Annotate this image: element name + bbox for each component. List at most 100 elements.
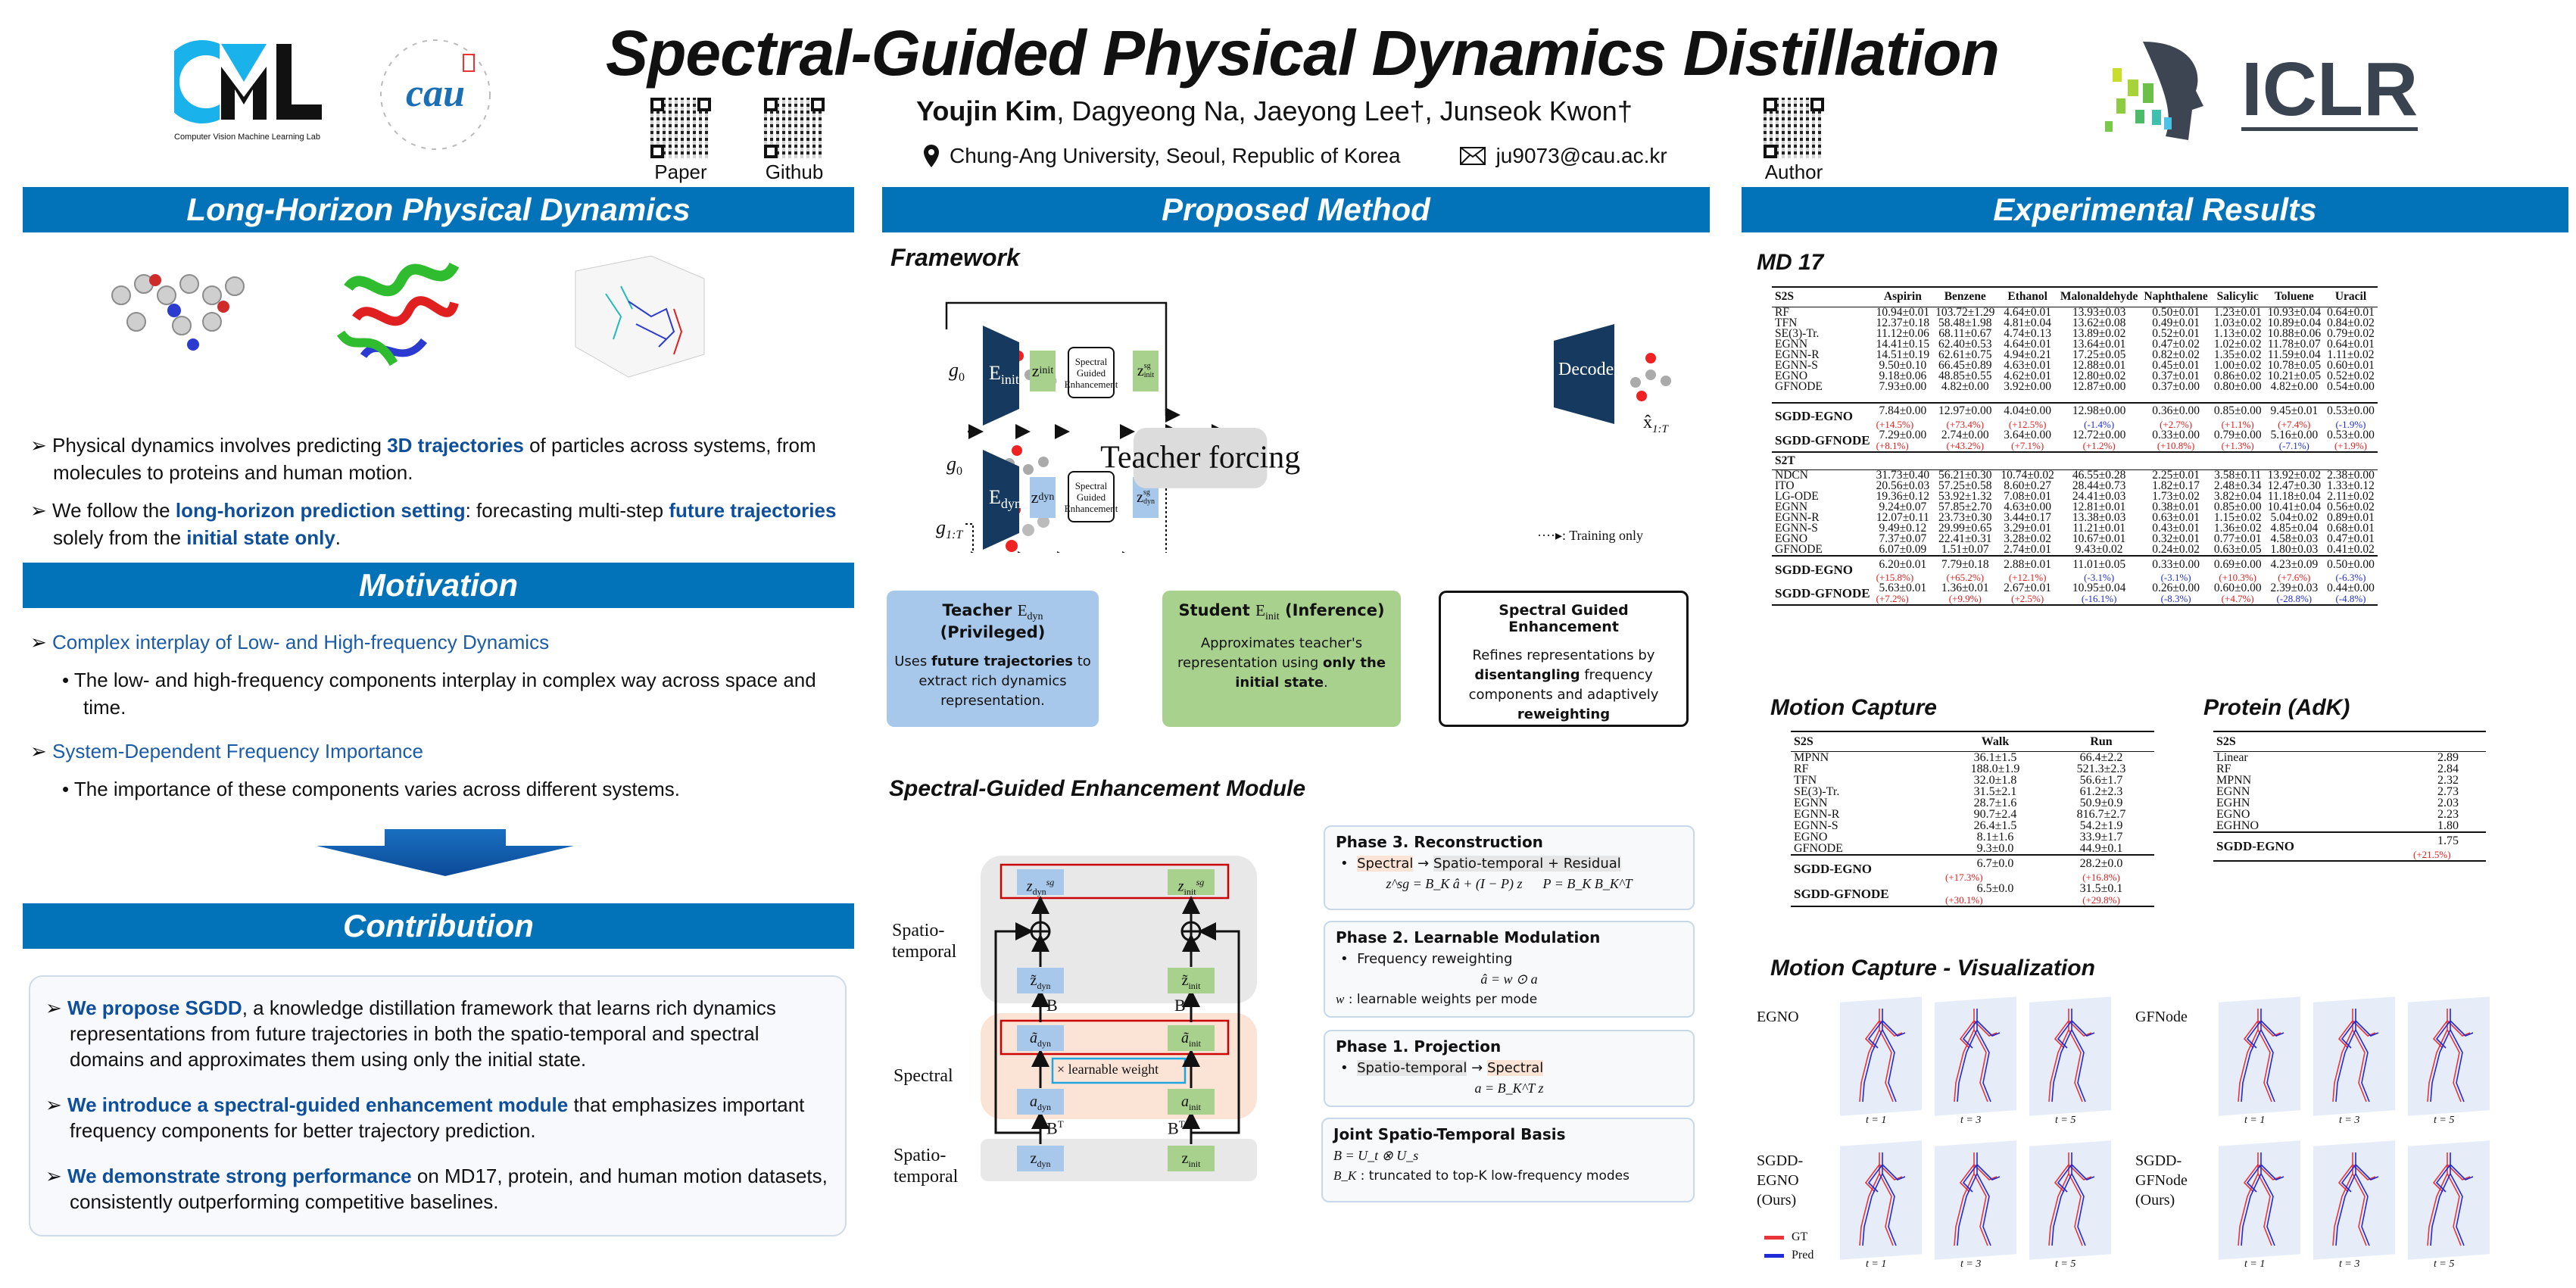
cell: 1.36±0.01 xyxy=(1941,582,1989,594)
delta-cell: (+2.7%) xyxy=(2160,418,2193,430)
row-label: EGHN xyxy=(2216,796,2250,809)
cell: Salicylic xyxy=(2210,286,2265,307)
delta-cell: (+65.2%) xyxy=(1946,572,1985,583)
skeleton-icon xyxy=(2332,1152,2379,1246)
decoder-shape xyxy=(1554,324,1614,424)
delta-cell: (+7.1%) xyxy=(2011,439,2044,451)
row-label: NDCN xyxy=(1772,469,1873,481)
svg-text:cau: cau xyxy=(406,72,465,115)
module-title: Spectral-Guided Enhancement Module xyxy=(889,776,1306,801)
cell: 10.94±0.01 xyxy=(1873,307,1933,318)
card-title: Teacher Edyn (Privileged) xyxy=(940,601,1046,642)
cell: 0.64±0.01 xyxy=(2327,337,2375,351)
cell: 28.2±0.0 xyxy=(2048,853,2154,872)
row-label: EGNO xyxy=(1775,369,1808,382)
qr-author[interactable]: Author xyxy=(1761,95,1826,184)
cell: 1.36±0.02 xyxy=(2213,522,2262,535)
cell: 0.80±0.00 xyxy=(2213,379,2262,393)
cell: 57.85±2.70 xyxy=(1938,501,1992,513)
cell: 0.64±0.01 xyxy=(2324,307,2378,318)
cell: 4.85±0.04 xyxy=(2270,522,2319,535)
cell: 4.58±0.03 xyxy=(2270,532,2319,545)
cell: 20.56±0.03 xyxy=(1876,479,1930,492)
skeleton-icon xyxy=(1954,1009,2001,1102)
delta-cell: (+7.6%) xyxy=(2278,572,2311,583)
cell: 36.1±1.5 xyxy=(1942,750,2048,763)
delta-cell: (-16.1%) xyxy=(2081,593,2117,604)
cell: 46.55±0.28 xyxy=(2057,469,2141,481)
delta-cell: (-1.4%) xyxy=(2084,418,2115,430)
motivation-list: ➢ Complex interplay of Low- and High-fre… xyxy=(30,628,848,803)
arrow-bullet-icon: ➢ xyxy=(45,1165,68,1187)
skeleton-icon xyxy=(1859,1152,1906,1246)
arrow-bullet-icon: ➢ xyxy=(45,996,68,1019)
cell xyxy=(2210,451,2265,470)
cell: 54.2±1.9 xyxy=(2079,819,2123,832)
cvml-logo: Computer Vision Machine Learning Lab xyxy=(161,36,348,142)
row-label: S2T xyxy=(1772,451,1873,470)
cell: 3.29±0.01 xyxy=(2004,522,2052,535)
delta-cell: (+30.1%) xyxy=(1945,893,1983,906)
cell: 12.37±0.18 xyxy=(1876,316,1930,329)
output-label: x̂1:T xyxy=(1643,413,1668,435)
cell: 12.87±0.00 xyxy=(2072,379,2126,393)
email-link[interactable]: ju9073@cau.ac.kr xyxy=(1495,144,1667,167)
cell: 0.49±0.01 xyxy=(2152,316,2200,329)
delta-cell: (+73.4%) xyxy=(1946,418,1985,430)
row-label: EGNN-R xyxy=(1775,511,1820,524)
cell xyxy=(2264,451,2325,470)
row-label: EGNN xyxy=(1775,337,1808,351)
cell: 50.9±0.9 xyxy=(2079,796,2123,809)
g0-label-2: g0 xyxy=(947,453,962,479)
other-authors: , Dagyeong Na, Jaeyong Lee†, Junseok Kwo… xyxy=(1056,95,1633,126)
down-arrow-icon xyxy=(317,829,574,876)
timestep-label: t = 1 xyxy=(2244,1115,2266,1126)
molecule-output-icon xyxy=(1630,353,1671,401)
z-dyn-node: zdyn xyxy=(1017,1146,1064,1171)
cell: 4.94±0.21 xyxy=(2004,348,2052,361)
row-label: RF xyxy=(2216,762,2231,775)
cell: 3.28±0.02 xyxy=(2004,532,2052,545)
cell: 9.3±0.0 xyxy=(1976,841,2014,855)
cell: 0.79±0.00 xyxy=(2213,428,2262,441)
cell: 0.68±0.01 xyxy=(2327,522,2375,535)
contribution-item: ➢ We introduce a spectral-guided enhance… xyxy=(45,1093,805,1142)
row-label: EGNO xyxy=(1775,532,1808,545)
cell: 61.2±2.3 xyxy=(2079,784,2123,798)
cell: 3.44±0.17 xyxy=(2004,511,2052,524)
cell: 0.47±0.01 xyxy=(2327,532,2375,545)
cell: 5.16±0.00 xyxy=(2270,428,2319,441)
cell: 5.63±0.01 xyxy=(1879,582,1927,594)
phase-3-card: Phase 3. Reconstruction • Spectral → Spa… xyxy=(1324,825,1695,910)
cell: 10.74±0.02 xyxy=(1997,469,2057,481)
row-label: EGNN xyxy=(1775,501,1808,513)
delta-row: (+15.8%)(+65.2%)(+12.1%)(-3.1%)(-3.1%)(+… xyxy=(1772,572,2378,583)
cell: 0.53±0.00 xyxy=(2327,428,2375,441)
cell: 4.82±0.00 xyxy=(1941,379,1989,393)
qr-paper[interactable]: Paper xyxy=(648,95,713,184)
cell: 10.21±0.05 xyxy=(2267,369,2322,382)
cell: 13.62±0.08 xyxy=(2072,316,2126,329)
cell xyxy=(2410,731,2486,751)
qr-github[interactable]: Github xyxy=(762,95,827,184)
cell: 0.43±0.01 xyxy=(2152,522,2200,535)
arrow-bullet-icon: ➢ xyxy=(30,631,53,653)
delta-cell: (+10.3%) xyxy=(2219,572,2256,583)
cell: 2.48±0.34 xyxy=(2213,479,2262,492)
cell xyxy=(1932,451,1998,470)
legend-swatch-icon xyxy=(1764,1235,1784,1240)
cell: 9.50±0.10 xyxy=(1879,358,1927,372)
viz-group-label: SGDD- GFNode (Ours) xyxy=(2135,1152,2188,1208)
cell: 12.47±0.30 xyxy=(2267,479,2322,492)
